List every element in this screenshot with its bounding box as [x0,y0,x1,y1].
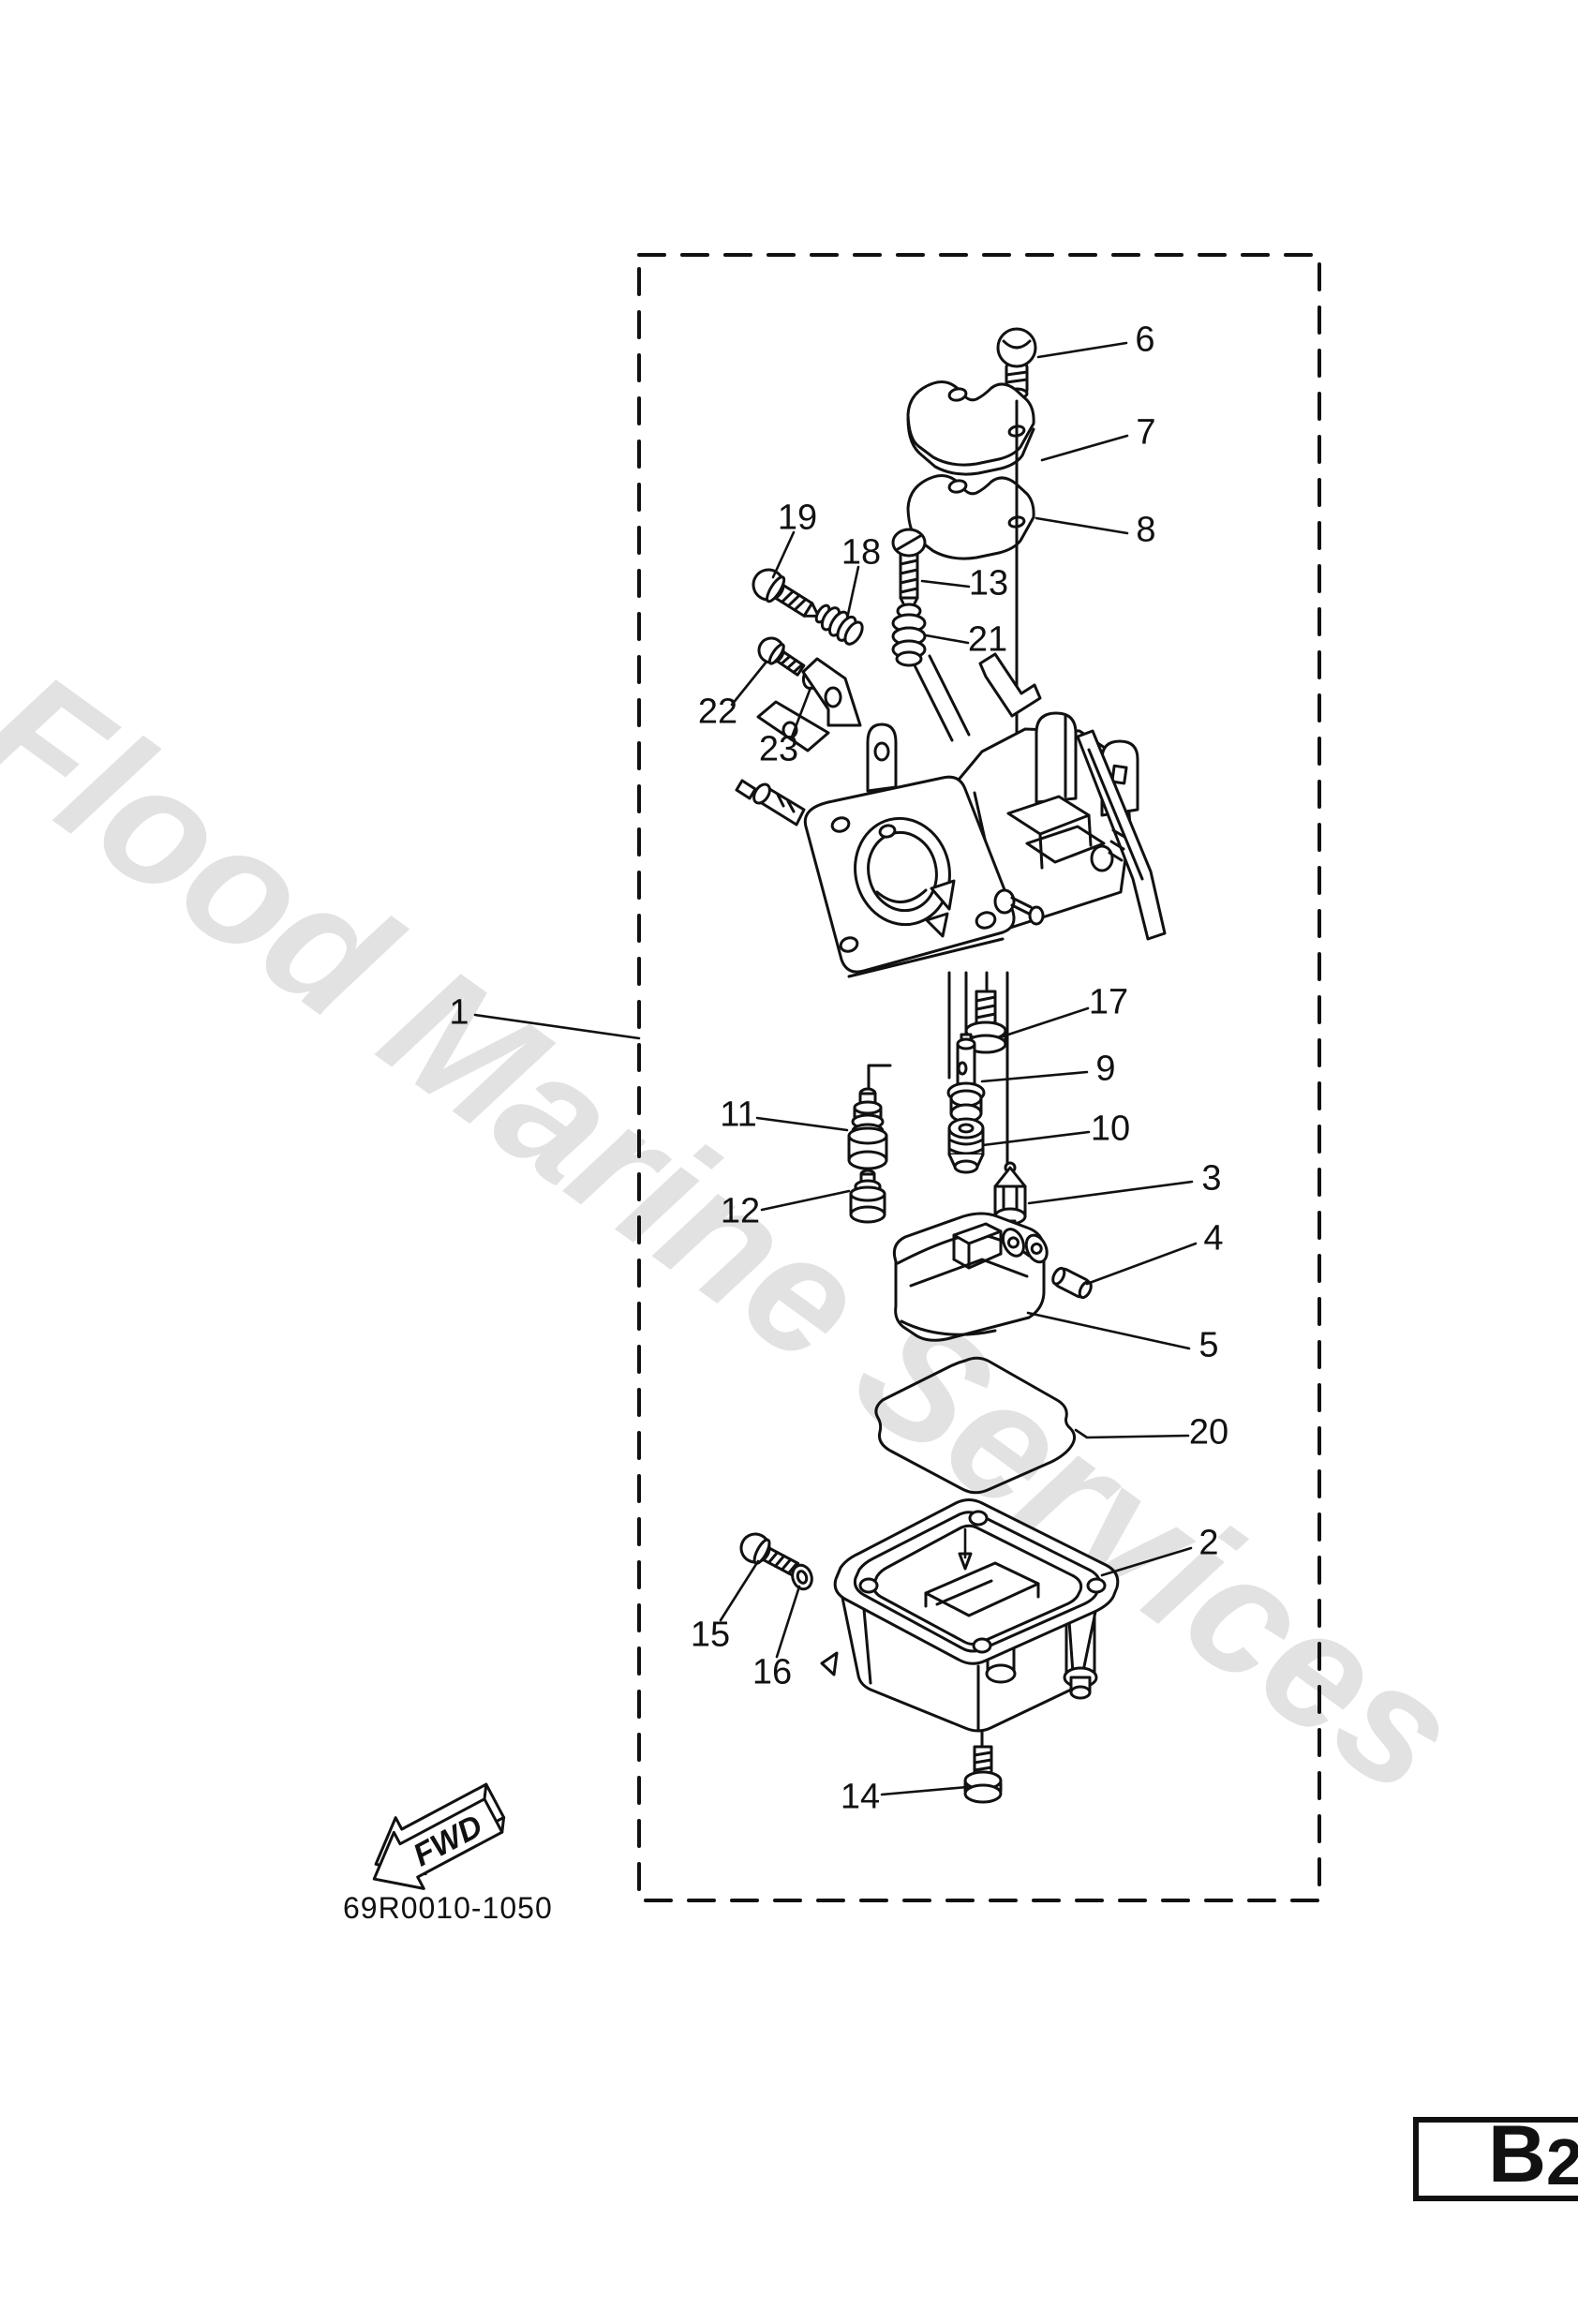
float-5 [892,1212,1049,1342]
screw-22 [757,636,806,677]
carburetor-body [735,652,1167,978]
drawing-code: 69R0010-1050 [343,1891,553,1925]
callout-14: 14 [840,1777,881,1817]
callout-17: 17 [1088,982,1129,1022]
screw-13 [891,528,927,617]
callout-10: 10 [1090,1109,1131,1149]
bowl-gasket-20 [874,1356,1077,1495]
callout-3: 3 [1201,1158,1222,1199]
callout-9: 9 [1095,1049,1116,1089]
plug-jet-12 [849,1169,886,1224]
pilot-screw-19 [752,568,820,618]
pilot-jet-11 [847,1087,888,1170]
float-pin-4 [1051,1266,1093,1300]
leader-lines [473,341,1198,1796]
callout-22: 22 [697,692,738,732]
callout-15: 15 [690,1615,731,1655]
gasket-plate-8 [906,474,1035,560]
cover-plate-7 [906,380,1035,476]
main-jet-10 [947,1117,985,1174]
callout-7: 7 [1136,412,1156,453]
callout-20: 20 [1188,1412,1229,1452]
page-ref-tab: B 2 [1413,2109,1578,2201]
bolt-15 [739,1532,800,1577]
page-ref-letter: B [1488,2109,1547,2199]
spring-18 [814,603,864,646]
callout-2: 2 [1198,1523,1219,1563]
callout-11: 11 [720,1095,757,1135]
callout-18: 18 [841,532,882,573]
bolt-17 [964,990,1007,1054]
callout-21: 21 [967,619,1008,660]
callout-19: 19 [777,498,818,538]
spring-21 [891,603,927,667]
callout-12: 12 [720,1191,761,1231]
callout-8: 8 [1136,510,1156,550]
main-nozzle-9 [946,1033,986,1124]
callout-16: 16 [752,1652,793,1692]
callout-23: 23 [758,729,799,769]
callout-1: 1 [449,992,469,1033]
float-bowl-2 [820,1498,1120,1733]
callout-5: 5 [1198,1325,1219,1365]
callout-6: 6 [1135,320,1155,360]
fwd-arrow: FWD [372,1782,506,1890]
callout-4: 4 [1203,1218,1224,1259]
washer-16 [791,1563,813,1591]
callout-13: 13 [968,563,1009,603]
drain-screw-14 [963,1745,1003,1804]
construction-lines [867,654,1009,1749]
page-ref-number: 2 [1546,2125,1578,2198]
